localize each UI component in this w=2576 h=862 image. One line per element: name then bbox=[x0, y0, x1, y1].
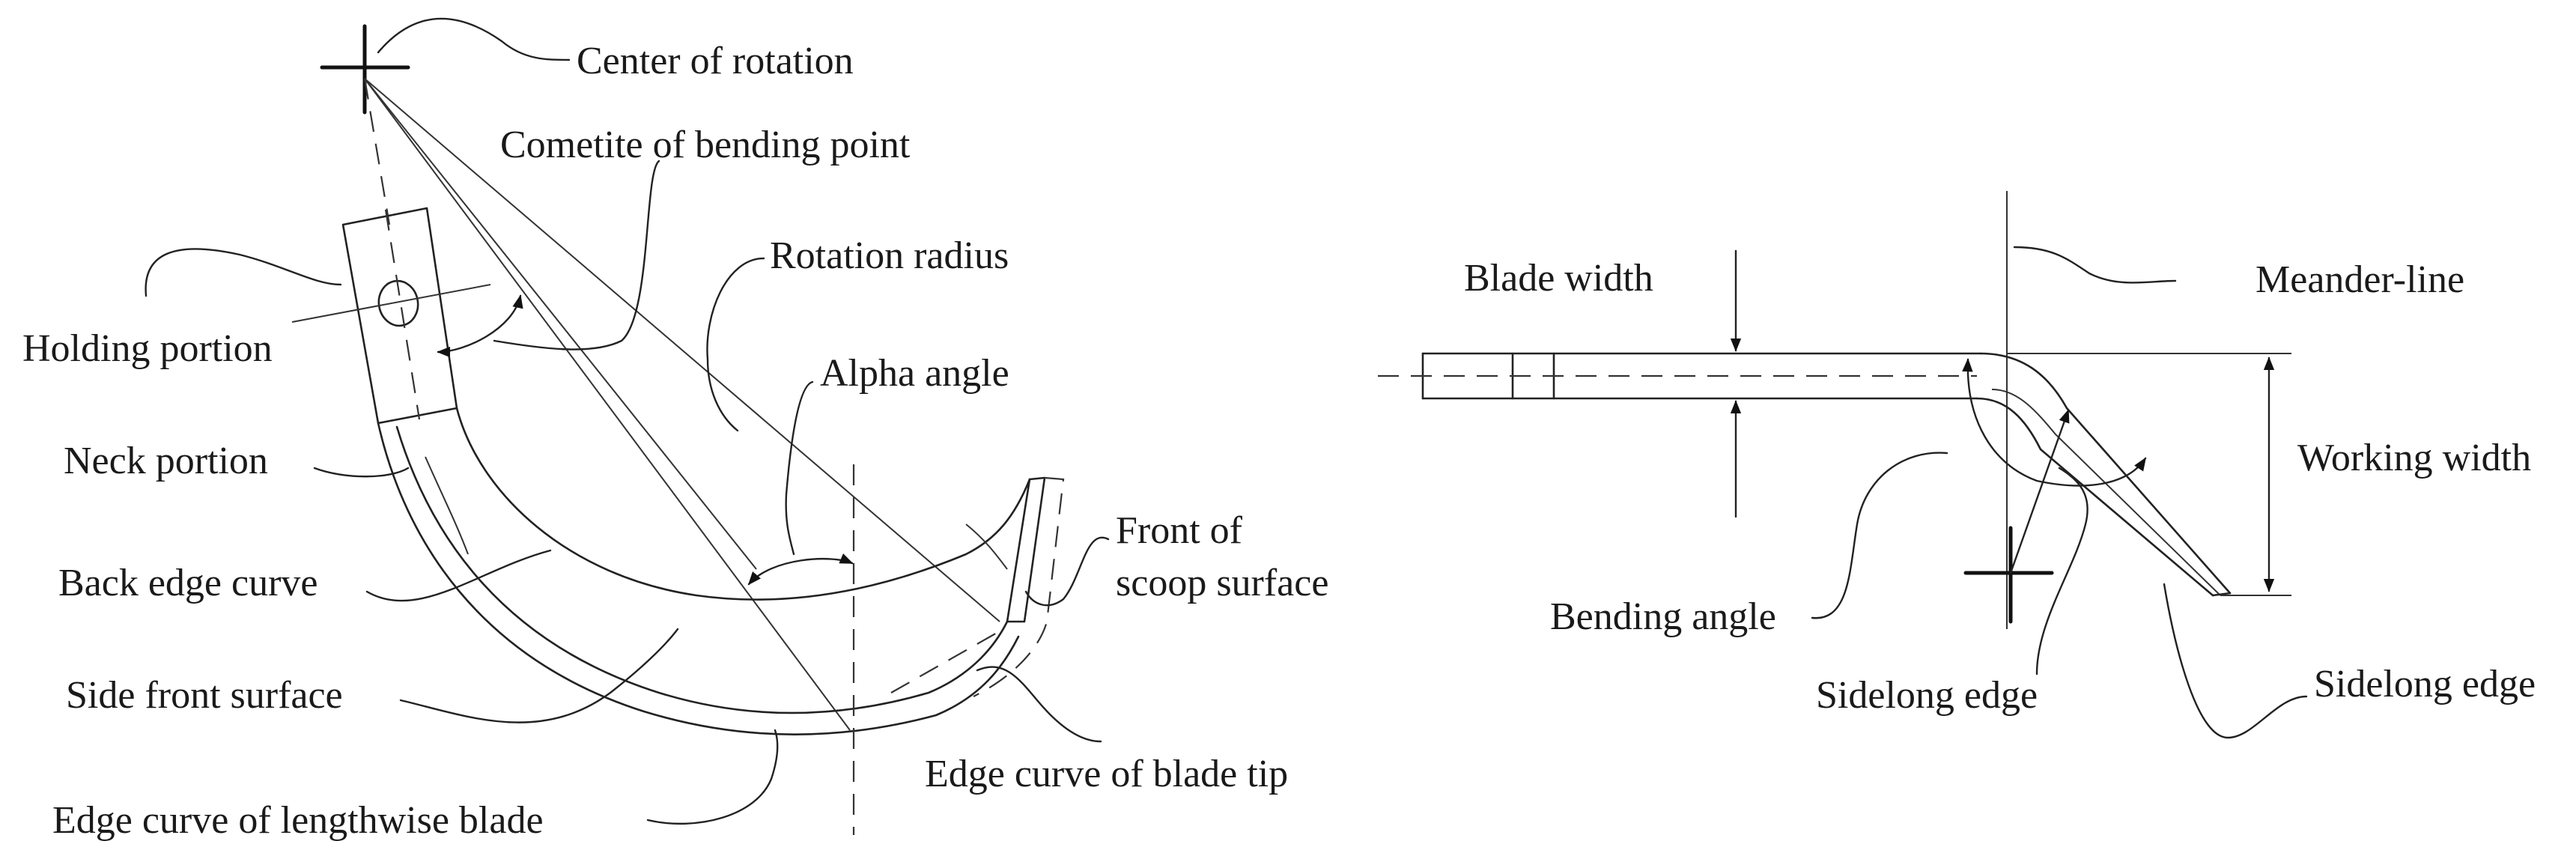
alpha-angle-arc bbox=[747, 553, 854, 586]
leader-sidelong-edge-inner bbox=[2035, 467, 2089, 676]
leader-side-front-surface bbox=[399, 628, 679, 723]
label-sidelong-edge-inner: Sidelong edge bbox=[1816, 674, 2038, 717]
label-rotation-radius: Rotation radius bbox=[770, 234, 1009, 277]
label-holding-portion: Holding portion bbox=[22, 327, 273, 370]
leader-meander-line bbox=[2013, 246, 2177, 284]
label-side-front-surface: Side front surface bbox=[66, 674, 343, 717]
holding-portion-shape bbox=[291, 207, 491, 425]
bend-radial-line bbox=[2009, 409, 2070, 574]
bending-angle-arc bbox=[1962, 358, 2147, 487]
leader-edge-curve-lengthwise bbox=[646, 729, 779, 825]
label-working-width: Working width bbox=[2297, 437, 2531, 479]
radius-line-to-tip bbox=[364, 78, 1000, 622]
leader-front-of-scoop bbox=[1024, 536, 1110, 607]
label-front-of: Front of bbox=[1116, 509, 1243, 552]
leader-alpha-angle bbox=[785, 380, 814, 556]
leader-neck-portion bbox=[313, 467, 410, 478]
leader-sidelong-edge-outer bbox=[2163, 583, 2308, 739]
label-meander-line: Meander-line bbox=[2255, 258, 2464, 301]
leader-center-of-rotation bbox=[377, 17, 571, 61]
left-blade-diagram: Center of rotation Cometite of bending p… bbox=[22, 17, 1328, 842]
label-alpha-angle: Alpha angle bbox=[820, 352, 1009, 395]
holding-angle-arc bbox=[437, 294, 523, 358]
leader-holding-portion bbox=[145, 248, 342, 297]
label-sidelong-edge-outer: Sidelong edge bbox=[2314, 663, 2536, 705]
label-blade-width: Blade width bbox=[1464, 257, 1653, 300]
label-bending-angle: Bending angle bbox=[1550, 595, 1776, 638]
blade-body-shape bbox=[377, 407, 1065, 835]
right-blade-diagram: Blade width Meander-line Working width B… bbox=[1378, 191, 2536, 739]
label-neck-portion: Neck portion bbox=[64, 440, 268, 482]
leader-edge-curve-blade-tip bbox=[976, 666, 1102, 743]
leader-cometite bbox=[493, 160, 660, 350]
label-scoop-surface: scoop surface bbox=[1116, 562, 1328, 604]
radius-line-to-back bbox=[364, 78, 757, 570]
blade-top-view-shape bbox=[1378, 352, 2291, 597]
leader-bending-angle bbox=[1811, 452, 1948, 619]
bend-center-marker bbox=[1963, 526, 2054, 624]
center-axis-line bbox=[363, 78, 391, 225]
label-cometite-of-bending-point: Cometite of bending point bbox=[500, 124, 911, 166]
label-edge-curve-of-lengthwise-blade: Edge curve of lengthwise blade bbox=[52, 799, 544, 842]
label-back-edge-curve: Back edge curve bbox=[58, 562, 318, 604]
label-edge-curve-of-blade-tip: Edge curve of blade tip bbox=[925, 753, 1288, 795]
label-center-of-rotation: Center of rotation bbox=[577, 40, 854, 82]
radius-line-to-bend bbox=[364, 78, 851, 731]
leader-rotation-radius bbox=[706, 257, 765, 432]
leader-back-edge-curve bbox=[365, 549, 552, 602]
center-of-rotation-marker bbox=[320, 24, 410, 115]
